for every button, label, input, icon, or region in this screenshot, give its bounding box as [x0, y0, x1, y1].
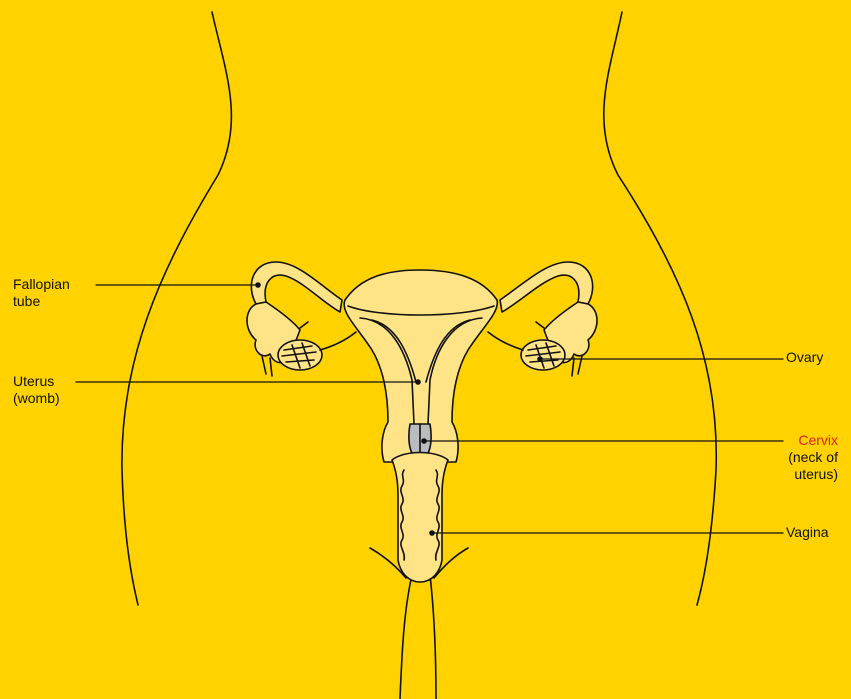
label-ovary-line1: Ovary: [786, 349, 823, 366]
label-fallopian-tube-line1: Fallopian: [13, 276, 70, 293]
label-cervix-title: Cervix: [788, 432, 838, 449]
label-fallopian-tube-line2: tube: [13, 293, 70, 310]
ovarian-ligament-left: [320, 332, 356, 350]
label-cervix: Cervix (neck of uterus): [788, 432, 838, 483]
label-uterus-line1: Uterus: [13, 373, 60, 390]
label-uterus-line2: (womb): [13, 390, 60, 407]
label-cervix-sub2: uterus): [788, 466, 838, 483]
leg-outline-left: [400, 575, 412, 699]
leg-outline-right: [430, 575, 436, 699]
leader-dot-fallopian: [256, 283, 260, 287]
label-vagina: Vagina: [786, 524, 829, 541]
leader-dot-uterus: [416, 380, 420, 384]
fimbria-finger-left-2: [270, 358, 272, 376]
leader-dot-cervix: [422, 439, 426, 443]
label-uterus: Uterus (womb): [13, 373, 60, 407]
vagina: [392, 453, 448, 583]
label-cervix-sub1: (neck of: [788, 449, 838, 466]
leader-dot-ovary: [538, 357, 542, 361]
label-ovary: Ovary: [786, 349, 823, 366]
body-outline-left: [122, 12, 231, 605]
leader-dot-vagina: [430, 531, 434, 535]
label-vagina-line1: Vagina: [786, 524, 829, 541]
ovarian-ligament-right: [488, 332, 523, 350]
fimbria-finger-right-3: [536, 322, 544, 328]
fimbria-finger-left-3: [300, 322, 308, 328]
fimbria-finger-left-1: [262, 356, 266, 374]
fimbria-finger-right-2: [572, 358, 574, 376]
label-fallopian-tube: Fallopian tube: [13, 276, 70, 310]
body-outline-right: [604, 12, 716, 605]
